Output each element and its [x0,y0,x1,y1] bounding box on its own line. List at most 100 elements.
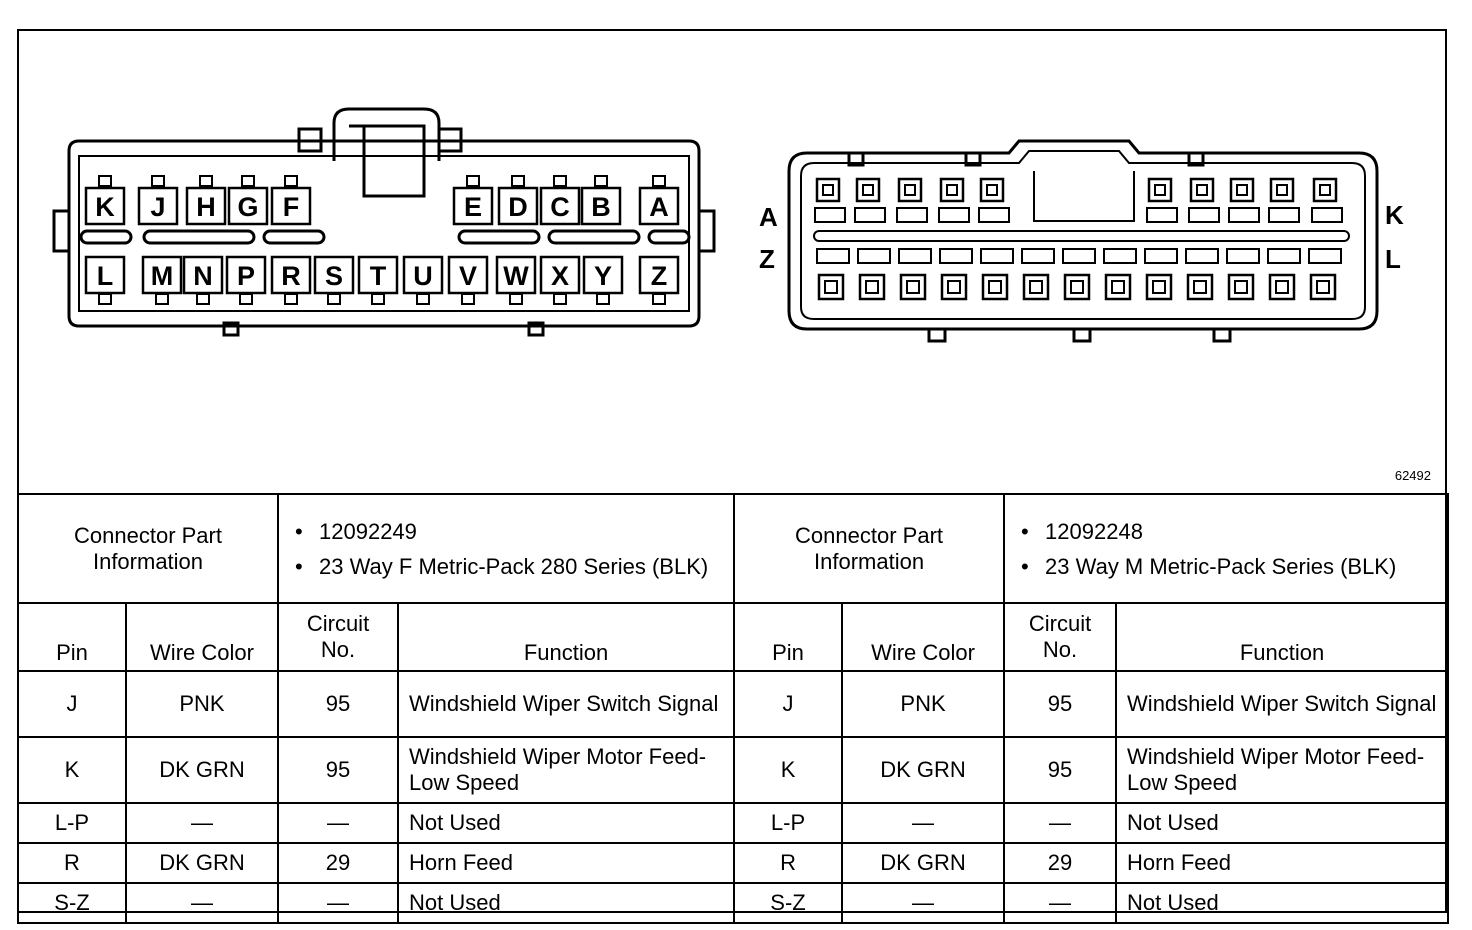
pin-cavity [227,186,269,226]
male-pin [1029,280,1043,294]
male-pin [898,248,932,264]
pin-label: F [283,192,300,222]
column-header-circuit: Circuit No. [277,602,400,672]
connector-pin-table: Connector Part Information 12092249 23 W… [16,493,1450,924]
connector-info-details: 12092248 23 Way M Metric-Pack Series (BL… [1003,493,1450,604]
function-cell: Windshield Wiper Motor Feed-Low Speed [397,736,736,804]
male-pin [1316,280,1330,294]
male-pin [1146,207,1178,223]
pin-label: H [196,192,216,222]
male-pin [938,207,970,223]
male-pin [1147,177,1173,203]
pin-tab [596,293,610,305]
pin-label: J [150,192,165,222]
male-pin [1021,248,1055,264]
male-label-top-left: A [759,202,778,232]
circuit-cell: 29 [277,842,400,884]
pin-tab [511,175,525,187]
male-pin [815,177,841,203]
table-header-row: Pin Wire Color Circuit No. Function Pin … [17,602,1450,672]
circuit-cell: 95 [1003,736,1118,804]
pin-label: W [503,261,529,291]
male-pin [1275,280,1289,294]
male-pin [988,280,1002,294]
male-pin [824,280,838,294]
male-pin [1234,280,1248,294]
male-pin [904,184,916,196]
pin-cell: R [17,842,127,884]
pin-cell: K [17,736,127,804]
pin-label: B [591,192,611,222]
male-pin [1236,184,1248,196]
male-pin [1062,248,1096,264]
part-description: 23 Way F Metric-Pack 280 Series (BLK) [295,553,723,580]
pin-label: Z [651,261,668,291]
connector-info-label: Connector Part Information [16,493,280,604]
male-pin [897,177,923,203]
pin-tab [98,175,112,187]
male-pin [1267,248,1301,264]
male-pin [1063,273,1091,301]
pin-tab [371,293,385,305]
male-pin [1276,184,1288,196]
connector-info-details: 12092249 23 Way F Metric-Pack 280 Series… [277,493,736,604]
wire-color-cell: — [124,802,280,844]
male-pin [979,177,1005,203]
male-pin [906,280,920,294]
pin-cell: L-P [17,802,127,844]
pin-cavity [270,186,312,226]
male-pin [817,273,845,301]
male-pin [822,184,834,196]
column-header-pin: Pin [733,602,844,672]
pin-tab [461,293,475,305]
male-pin [1186,273,1214,301]
male-pin [1309,273,1337,301]
male-pin [814,207,846,223]
circuit-cell: — [1003,802,1118,844]
pin-label: P [237,261,255,291]
circuit-cell: 95 [277,736,400,804]
male-pin [1269,177,1295,203]
pin-label: C [550,192,570,222]
figure-id: 62492 [1394,468,1431,483]
male-pin [1308,248,1342,264]
wire-color-cell: PNK [124,670,280,738]
male-pin [1227,273,1255,301]
column-header-pin: Pin [17,602,127,672]
circuit-cell: 95 [277,670,400,738]
male-pin [1188,207,1220,223]
pin-cell: R [733,842,844,884]
function-cell: Windshield Wiper Switch Signal [1115,670,1450,738]
pin-label: U [413,261,433,291]
wire-color-cell: PNK [841,670,1006,738]
male-label-bottom-right: L [1385,244,1401,274]
function-cell: Windshield Wiper Switch Signal [397,670,736,738]
pin-tab [98,293,112,305]
function-cell: Horn Feed [397,842,736,884]
pin-label: N [193,261,213,291]
male-pin [946,184,958,196]
male-pin [896,207,928,223]
pin-label: E [464,192,482,222]
pin-cavity [84,186,126,226]
male-pin [1145,273,1173,301]
male-pin [1103,248,1137,264]
pin-label: X [551,261,569,291]
pin-label: T [370,261,387,291]
male-pin-grid [814,177,1343,301]
male-pin [978,207,1010,223]
pin-label: R [281,261,301,291]
column-header-wire-color: Wire Color [841,602,1006,672]
wire-color-cell: — [841,802,1006,844]
pin-cavity [638,186,680,226]
male-pin [1228,207,1260,223]
pin-cavity [580,186,622,226]
circuit-cell: — [1003,882,1118,924]
male-pin [1152,280,1166,294]
